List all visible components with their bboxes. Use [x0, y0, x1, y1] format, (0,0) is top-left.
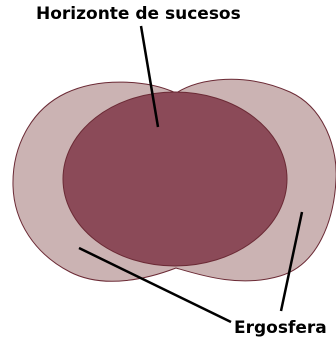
event-horizon-leader-line [139, 25, 160, 128]
event-horizon-label: Horizonte de sucesos [36, 4, 241, 24]
ergosphere-leader-line-right [279, 211, 304, 312]
ergosphere-leader-line-left [78, 246, 232, 324]
ergosphere-label: Ergosfera [234, 318, 327, 338]
event-horizon-shape [62, 91, 288, 267]
